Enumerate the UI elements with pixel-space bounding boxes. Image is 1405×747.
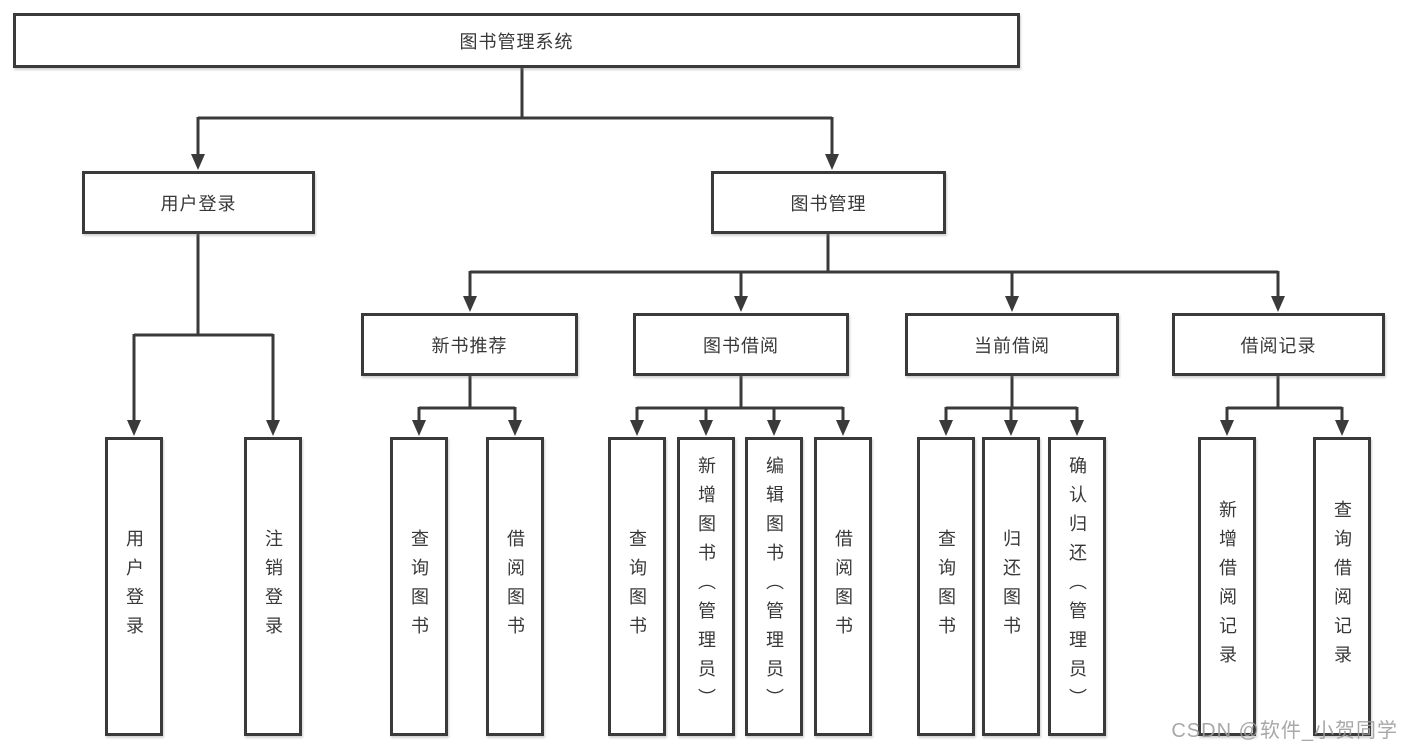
leaf-label: 新增借阅记录 (1217, 499, 1237, 674)
leaf-label: 查询借阅记录 (1332, 499, 1352, 674)
leaf-label: 注销登录 (263, 528, 283, 645)
node-label: 图书借阅 (703, 335, 779, 356)
leaf-label: 归还图书 (1001, 528, 1021, 645)
leaf-confirm-return-admin: 确认归还（管理员） (1048, 437, 1106, 736)
leaf-label: 查询图书 (936, 528, 956, 645)
leaf-query-books: 查询图书 (390, 437, 448, 736)
leaf-label: 用户登录 (124, 528, 144, 645)
node-current-borrowing: 当前借阅 (905, 313, 1119, 376)
node-new-book-recommend: 新书推荐 (361, 313, 578, 376)
node-user-login: 用户登录 (82, 171, 315, 234)
leaf-return-books: 归还图书 (982, 437, 1040, 736)
leaf-borrow-books: 借阅图书 (486, 437, 544, 736)
leaf-borrow-books: 借阅图书 (814, 437, 872, 736)
leaf-query-books: 查询图书 (917, 437, 975, 736)
leaf-add-books-admin: 新增图书（管理员） (677, 437, 735, 736)
leaf-query-books: 查询图书 (608, 437, 666, 736)
leaf-label: 编辑图书（管理员） (764, 456, 784, 717)
leaf-label: 确认归还（管理员） (1067, 456, 1087, 717)
node-label: 图书管理 (790, 193, 867, 214)
leaf-label: 新增图书（管理员） (696, 456, 716, 717)
node-label: 用户登录 (160, 193, 237, 214)
csdn-watermark: CSDN @软件_小贺同学 (1171, 720, 1398, 742)
leaf-edit-books-admin: 编辑图书（管理员） (745, 437, 803, 736)
leaf-label: 借阅图书 (505, 528, 525, 645)
node-borrowing-records: 借阅记录 (1172, 313, 1385, 376)
leaf-label: 借阅图书 (833, 528, 853, 645)
leaf-label: 查询图书 (409, 528, 429, 645)
node-label: 图书管理系统 (459, 31, 574, 52)
leaf-add-borrow-record: 新增借阅记录 (1198, 437, 1256, 736)
node-label: 借阅记录 (1240, 335, 1317, 356)
leaf-logout: 注销登录 (244, 437, 302, 736)
node-label: 新书推荐 (431, 335, 508, 356)
leaf-label: 查询图书 (627, 528, 647, 645)
leaf-user-login: 用户登录 (105, 437, 163, 736)
node-book-management: 图书管理 (711, 171, 946, 234)
node-label: 当前借阅 (974, 335, 1050, 356)
node-book-borrowing: 图书借阅 (633, 313, 849, 376)
leaf-query-borrow-record: 查询借阅记录 (1313, 437, 1371, 736)
node-library-management-system: 图书管理系统 (13, 13, 1020, 68)
